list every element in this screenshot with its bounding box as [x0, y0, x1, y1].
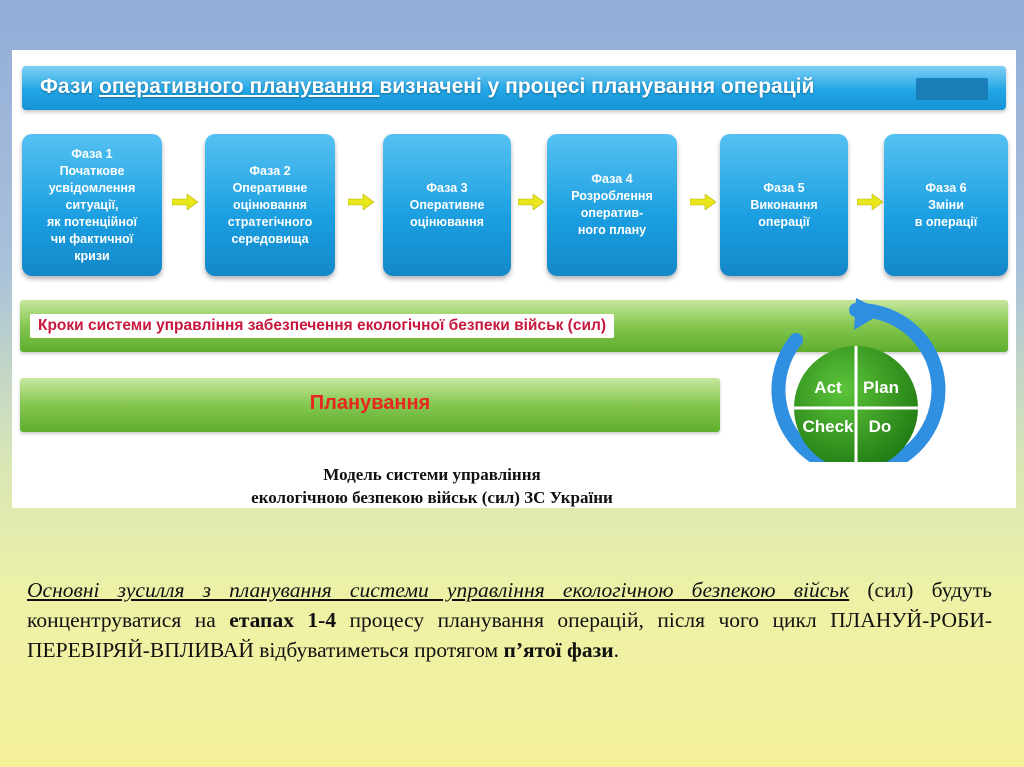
- phase-5-box: Фаза 5 Виконання операції: [720, 134, 848, 276]
- arrow-right-icon: [348, 194, 374, 210]
- phase-1-box: Фаза 1 Початкове усвідомлення ситуації, …: [22, 134, 162, 276]
- arrow-right-icon: [690, 194, 716, 210]
- header-title: Фази оперативного планування визначені у…: [40, 75, 815, 98]
- arrow-right-icon: [172, 194, 198, 210]
- body-bold-stages: етапах 1-4: [229, 608, 337, 632]
- phase-4-box: Фаза 4 Розроблення оператив- ного плану: [547, 134, 677, 276]
- header-corner-block: [916, 78, 988, 100]
- cycle-do: Do: [869, 417, 892, 436]
- phase-2-box: Фаза 2 Оперативне оцінювання стратегічно…: [205, 134, 335, 276]
- body-italic: Основні зусилля з планування системи упр…: [27, 578, 850, 602]
- planning-bar: Планування: [20, 378, 720, 432]
- planning-label: Планування: [309, 392, 431, 414]
- header-bar: Фази оперативного планування визначені у…: [22, 66, 1006, 110]
- diagram-caption: Модель системи управління екологічною бе…: [12, 463, 852, 509]
- arrow-right-icon: [857, 194, 883, 210]
- body-paragraph: Основні зусилля з планування системи упр…: [27, 578, 993, 662]
- phase-6-box: Фаза 6 Зміни в операції: [884, 134, 1008, 276]
- cycle-ring: [771, 302, 946, 462]
- cycle-check: Check: [802, 417, 854, 436]
- pdca-cycle: Act Plan Check Do: [771, 298, 946, 462]
- caption-line-2: екологічною безпекою військ (сил) ЗС Укр…: [251, 488, 613, 507]
- cycle-arrowhead-icon: [854, 298, 884, 330]
- steps-bar-label: Кроки системи управління забезпечення ек…: [30, 314, 614, 338]
- diagram-panel: Фази оперативного планування визначені у…: [12, 50, 1016, 508]
- phase-3-box: Фаза 3 Оперативне оцінювання: [383, 134, 511, 276]
- cycle-plan: Plan: [863, 378, 899, 397]
- cycle-act: Act: [814, 378, 842, 397]
- header-title-underlined: оперативного планування: [99, 75, 380, 98]
- body-bold-phase: п’ятої фази: [503, 638, 614, 662]
- arrow-right-icon: [518, 194, 544, 210]
- caption-line-1: Модель системи управління: [323, 465, 541, 484]
